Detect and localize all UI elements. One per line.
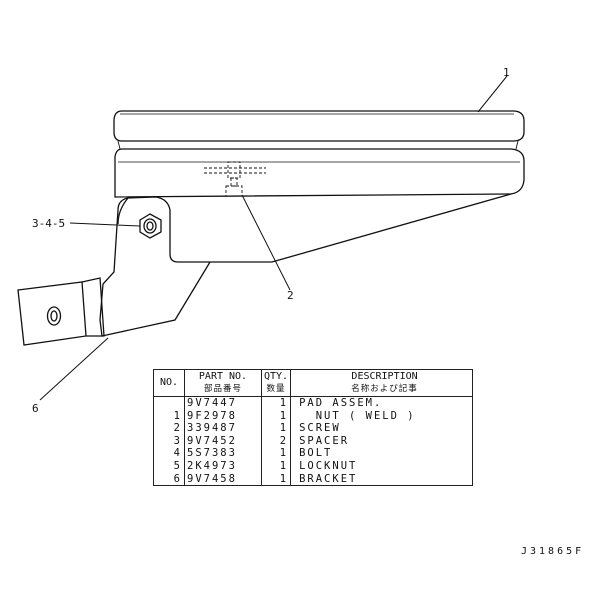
- row-part-no: 9F2978: [184, 409, 262, 423]
- row-no: [153, 396, 185, 410]
- pad-assembly: [113, 110, 525, 142]
- row-description: PAD ASSEM.: [290, 396, 473, 410]
- row-description: BOLT: [290, 447, 473, 460]
- row-description: BRACKET: [290, 472, 473, 487]
- row-part-no: 9V7447: [184, 396, 262, 410]
- row-qty: 1: [260, 409, 292, 423]
- table-row: 2 339487 1 SCREW: [153, 422, 473, 435]
- row-description: NUT ( WELD ): [290, 409, 473, 423]
- drawing-id: J31865F: [521, 546, 585, 557]
- table-row: 9V7447 1 PAD ASSEM.: [153, 396, 473, 410]
- callout-6: 6: [32, 402, 39, 415]
- callout-1: 1: [503, 66, 510, 79]
- bolt-head: [139, 213, 162, 239]
- row-qty: 1: [260, 472, 292, 487]
- bracket: [99, 193, 512, 337]
- table-row: 3 9V7452 2 SPACER: [153, 434, 473, 448]
- row-no: 3: [153, 434, 185, 448]
- row-no: 2: [153, 422, 185, 435]
- row-no: 6: [153, 472, 185, 487]
- row-no: 1: [153, 409, 185, 423]
- table-row: 6 9V7458 1 BRACKET: [153, 472, 473, 487]
- hidden-screw: [204, 161, 266, 197]
- table-row: 1 9F2978 1 NUT ( WELD ): [153, 409, 473, 423]
- row-part-no: 339487: [184, 422, 262, 435]
- row-qty: 1: [260, 447, 292, 460]
- callout-3-4-5: 3-4-5: [32, 217, 65, 230]
- header-no: NO.: [153, 369, 185, 397]
- row-qty: 1: [260, 422, 292, 435]
- callout-2: 2: [287, 289, 294, 302]
- header-qty: QTY.数量: [260, 369, 292, 397]
- row-part-no: 9V7458: [184, 472, 262, 487]
- table-row: 5 2K4973 1 LOCKNUT: [153, 459, 473, 473]
- row-part-no: 5S7383: [184, 447, 262, 460]
- row-part-no: 2K4973: [184, 459, 262, 473]
- row-no: 4: [153, 447, 185, 460]
- pad-base: [114, 140, 525, 198]
- row-description: SPACER: [290, 434, 473, 448]
- row-qty: 1: [260, 459, 292, 473]
- row-qty: 2: [260, 434, 292, 448]
- table-row: 4 5S7383 1 BOLT: [153, 447, 473, 460]
- row-description: LOCKNUT: [290, 459, 473, 473]
- leader-lines: [39, 75, 508, 401]
- bracket-tab: [17, 277, 105, 346]
- row-no: 5: [153, 459, 185, 473]
- header-part-no: PART NO.部品番号: [184, 369, 262, 397]
- row-qty: 1: [260, 396, 292, 410]
- row-description: SCREW: [290, 422, 473, 435]
- row-part-no: 9V7452: [184, 434, 262, 448]
